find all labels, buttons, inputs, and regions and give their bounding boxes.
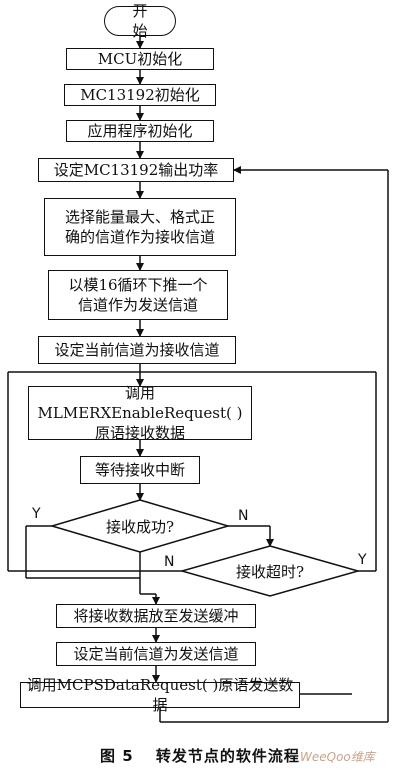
- set-power-box: 设定MC13192输出功率: [38, 158, 234, 182]
- label-timeout-yes: Y: [358, 552, 367, 568]
- call-rx-enable-label: 调用MLMERXEnableRequest( ) 原语接收数据: [37, 383, 243, 443]
- set-tx-channel-label: 设定当前信道为发送信道: [73, 644, 239, 663]
- mcu-init-label: MCU初始化: [97, 49, 183, 68]
- call-data-request-box: 调用MCPSDataRequest( )原语发送数据: [20, 676, 300, 714]
- mod16-channel-label: 以模16循环下推一个 信道作为发送信道: [68, 275, 208, 314]
- decision-success-shape: [49, 499, 231, 553]
- decision-timeout-shape: [179, 545, 361, 597]
- app-init-box: 应用程序初始化: [66, 120, 214, 142]
- call-rx-enable-box: 调用MLMERXEnableRequest( ) 原语接收数据: [28, 384, 252, 442]
- mod16-channel-box: 以模16循环下推一个 信道作为发送信道: [48, 270, 228, 320]
- select-channel-label: 选择能量最大、格式正 确的信道作为接收信道: [64, 207, 215, 246]
- call-data-request-label: 调用MCPSDataRequest( )原语发送数据: [26, 675, 294, 714]
- label-timeout-no: N: [164, 554, 175, 570]
- wait-interrupt-box: 等待接收中断: [80, 456, 200, 484]
- start-terminal: 开 始: [104, 2, 176, 40]
- figure-caption: 图 5 转发节点的软件流程: [100, 747, 300, 765]
- wait-interrupt-label: 等待接收中断: [94, 460, 185, 479]
- watermark: WeeQoo维库: [300, 750, 375, 764]
- start-label: 开 始: [132, 1, 158, 40]
- app-init-label: 应用程序初始化: [87, 121, 193, 140]
- set-tx-channel-box: 设定当前信道为发送信道: [56, 642, 256, 666]
- label-success-yes: Y: [32, 506, 41, 522]
- mc13192-init-label: MC13192初始化: [80, 85, 200, 104]
- decision-timeout-label: 接收超时?: [235, 563, 305, 581]
- set-rx-channel-box: 设定当前信道为接收信道: [38, 336, 236, 364]
- set-rx-channel-label: 设定当前信道为接收信道: [54, 340, 220, 359]
- decision-success-label: 接收成功?: [105, 518, 175, 536]
- put-buffer-box: 将接收数据放至发送缓冲: [56, 604, 256, 628]
- label-success-no: N: [238, 508, 249, 524]
- put-buffer-label: 将接收数据放至发送缓冲: [73, 606, 239, 625]
- mc13192-init-box: MC13192初始化: [64, 84, 216, 106]
- set-power-label: 设定MC13192输出功率: [53, 160, 219, 179]
- mcu-init-box: MCU初始化: [66, 48, 214, 70]
- select-channel-box: 选择能量最大、格式正 确的信道作为接收信道: [44, 198, 236, 256]
